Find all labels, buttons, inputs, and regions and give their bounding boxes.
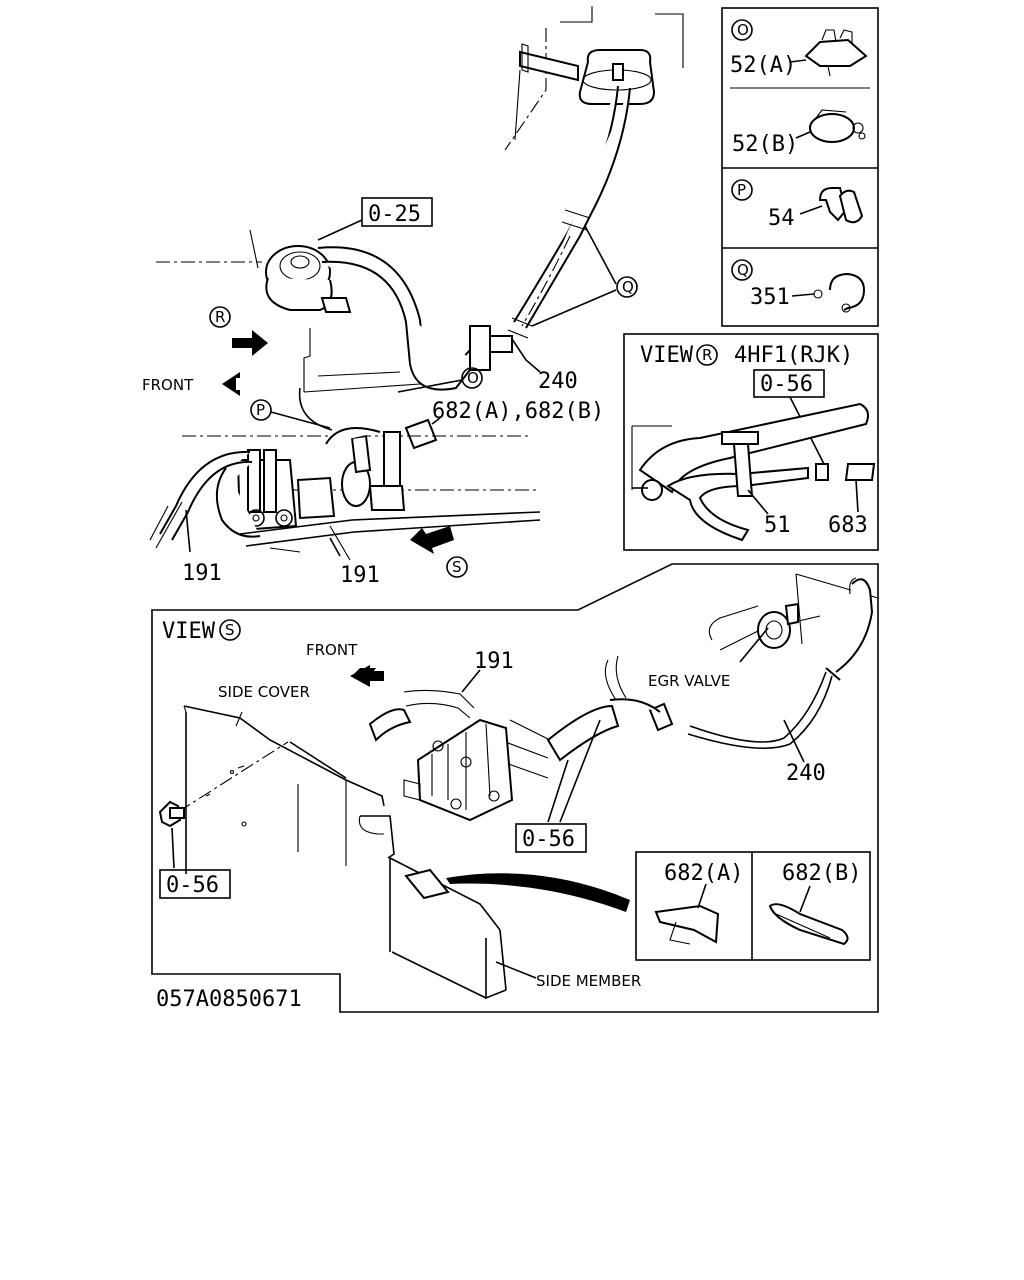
view-s-label-side-cover: SIDE COVER xyxy=(218,683,310,701)
inset-clip-parts xyxy=(721,7,879,327)
label-part-351: 351 xyxy=(750,285,790,310)
view-s-label-egr-valve: EGR VALVE xyxy=(648,672,730,690)
label-front-main: FRONT xyxy=(142,376,194,394)
view-s-label-0-56-left: 0-56 xyxy=(166,873,219,898)
drawing-code: 057A0850671 xyxy=(156,987,302,1012)
inset-p-letter: P xyxy=(737,181,746,199)
callout-q-letter: Q xyxy=(622,278,634,296)
label-part-191-mid: 191 xyxy=(340,563,380,588)
vacuum-canister xyxy=(578,49,656,105)
view-r-label-51: 51 xyxy=(764,513,791,538)
label-part-682: 682(A),682(B) xyxy=(432,399,604,424)
callout-o-letter: O xyxy=(467,369,479,387)
view-s-letter: S xyxy=(225,621,235,639)
upper-bracket xyxy=(519,43,579,82)
view-s-panel xyxy=(151,563,879,1013)
view-s-label-240: 240 xyxy=(786,761,826,786)
callout-p-letter: P xyxy=(256,401,265,419)
view-r-model: 4HF1(RJK) xyxy=(734,343,853,368)
view-r-label-0-56: 0-56 xyxy=(760,372,813,397)
view-r-letter: R xyxy=(702,346,712,364)
label-part-191-left: 191 xyxy=(182,561,222,586)
view-s-title: VIEW xyxy=(162,619,216,644)
label-0-25: 0-25 xyxy=(368,202,421,227)
view-r-label-683: 683 xyxy=(828,513,868,538)
vsv-solenoid-block xyxy=(236,427,406,532)
view-s-label-side-member: SIDE MEMBER xyxy=(536,972,641,990)
label-part-240: 240 xyxy=(538,369,578,394)
view-r-panel xyxy=(623,333,879,551)
callout-s-letter: S xyxy=(452,558,462,576)
view-s-label-682b: 682(B) xyxy=(782,861,861,886)
egr-valve-main xyxy=(156,229,352,313)
inset-o-letter: O xyxy=(737,21,749,39)
view-r-title: VIEW xyxy=(640,343,694,368)
inset-q-letter: Q xyxy=(737,261,749,279)
callout-r-letter: R xyxy=(215,308,225,326)
view-s-label-0-56-center: 0-56 xyxy=(522,827,575,852)
label-part-54: 54 xyxy=(768,206,795,231)
view-s-label-front: FRONT xyxy=(306,641,358,659)
main-assembly-drawing xyxy=(149,6,684,578)
label-part-52a: 52(A) xyxy=(730,53,796,78)
view-s-label-682a: 682(A) xyxy=(664,861,743,886)
view-s-label-191: 191 xyxy=(474,649,514,674)
label-part-52b: 52(B) xyxy=(732,132,798,157)
